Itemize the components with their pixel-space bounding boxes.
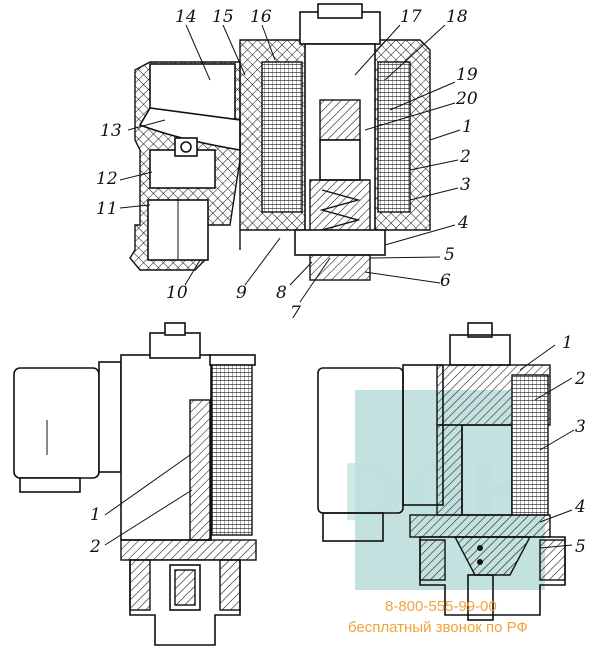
label-6: 6 xyxy=(440,271,451,291)
label-2: 2 xyxy=(459,147,471,167)
label-12: 12 xyxy=(96,169,118,189)
right-label-5: 5 xyxy=(575,537,586,557)
label-19: 19 xyxy=(456,65,478,85)
label-5: 5 xyxy=(444,245,455,265)
label-15: 15 xyxy=(212,7,234,27)
coil-left xyxy=(261,61,303,213)
contact-footer: 8-800-555-99-00 бесплатный звонок по РФ xyxy=(348,598,528,636)
connector-plug xyxy=(13,367,100,479)
left-label-1: 1 xyxy=(90,505,101,525)
label-14: 14 xyxy=(175,7,197,27)
coil-left-view xyxy=(211,359,253,536)
label-3: 3 xyxy=(460,175,471,195)
top-labels: 14 15 16 17 18 19 20 1 2 3 4 5 6 7 8 9 1… xyxy=(96,7,478,323)
top-section-drawing xyxy=(129,3,431,281)
right-label-2: 2 xyxy=(574,369,586,389)
label-1: 1 xyxy=(462,117,473,137)
label-10: 10 xyxy=(166,283,188,303)
label-11: 11 xyxy=(96,199,118,219)
bottom-left-drawing: 1 2 xyxy=(13,322,257,646)
right-label-1: 1 xyxy=(562,333,573,353)
right-label-4: 4 xyxy=(574,497,586,517)
bottom-nut xyxy=(309,254,371,281)
bottom-right-drawing: DGH G R O U P 1 2 3 4 5 xyxy=(317,322,586,621)
right-label-3: 3 xyxy=(575,417,586,437)
label-9: 9 xyxy=(236,283,247,303)
left-label-2: 2 xyxy=(89,537,101,557)
label-16: 16 xyxy=(250,7,272,27)
coil-right xyxy=(377,61,411,213)
label-13: 13 xyxy=(100,121,122,141)
label-8: 8 xyxy=(276,283,287,303)
free-call-note: бесплатный звонок по РФ xyxy=(348,619,528,636)
label-20: 20 xyxy=(455,89,478,109)
label-18: 18 xyxy=(446,7,468,27)
label-7: 7 xyxy=(290,303,301,323)
label-17: 17 xyxy=(400,7,422,27)
top-leader-lines xyxy=(119,24,461,303)
label-4: 4 xyxy=(457,213,469,233)
phone-number: 8-800-555-99-00 xyxy=(385,598,497,615)
